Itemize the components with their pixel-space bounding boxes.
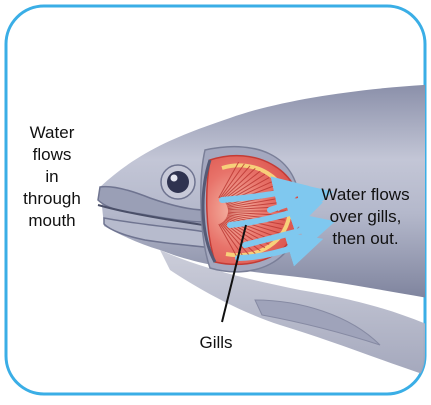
fish-eye: [161, 165, 195, 199]
water-out-label: Water flows over gills, then out.: [300, 184, 431, 250]
water-in-label: Water flows in through mouth: [14, 122, 90, 232]
gills-label: Gills: [186, 332, 246, 354]
